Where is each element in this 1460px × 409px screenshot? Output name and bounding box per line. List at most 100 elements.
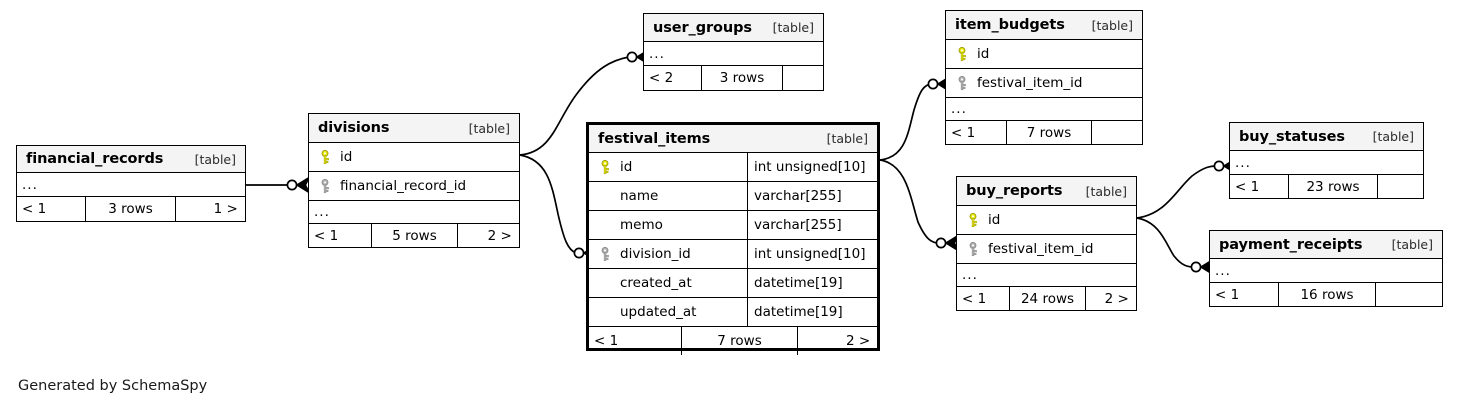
cardinality-circle <box>927 78 939 90</box>
column-name-cell: id <box>309 143 518 171</box>
table-footer-user_groups: < 2 3 rows <box>644 66 823 90</box>
table-kind-label: [table] <box>194 151 236 167</box>
column-type-cell: datetime[19] <box>747 298 876 326</box>
footer-row-count: 5 rows <box>371 224 457 248</box>
table-divisions[interactable]: divisions[table]id financial_record_id...… <box>308 113 520 248</box>
primary-key-icon <box>316 149 336 165</box>
footer-parents-count: < 2 <box>649 70 674 86</box>
column-type-cell: varchar[255] <box>747 211 876 239</box>
diagram-caption: Generated by SchemaSpy <box>18 378 208 394</box>
column-name-cell: name <box>589 182 747 210</box>
table-header-financial_records: financial_records [table] <box>17 146 245 173</box>
column-name-cell: created_at <box>589 269 747 297</box>
footer-parents-count: < 1 <box>314 228 339 244</box>
column-name-cell: division_id <box>589 240 747 268</box>
column-row-festival_item_id[interactable]: festival_item_id <box>957 235 1136 264</box>
footer-parents-count: < 1 <box>594 333 619 349</box>
cardinality-circle <box>1213 160 1225 172</box>
column-row-financial_record_id[interactable]: financial_record_id <box>309 172 519 201</box>
column-row-id[interactable]: id <box>309 143 519 172</box>
column-label: festival_item_id <box>977 75 1083 91</box>
column-label: id <box>977 46 990 62</box>
connector-endpoint-ep-divisions-from-financial_records <box>286 175 312 195</box>
table-header-divisions: divisions[table] <box>309 114 519 143</box>
column-name-cell: id <box>946 40 1141 68</box>
column-label: financial_record_id <box>340 178 467 194</box>
table-name: buy_statuses <box>1239 128 1345 145</box>
cardinality-circle <box>935 237 947 249</box>
column-label: id <box>620 159 633 175</box>
column-label: created_at <box>620 275 692 291</box>
table-kind-label: [table] <box>1391 237 1433 252</box>
column-row-name[interactable]: name varchar[255] <box>589 182 877 211</box>
footer-row-count: 3 rows <box>701 66 782 90</box>
column-type: datetime[19] <box>754 304 843 320</box>
column-type: varchar[255] <box>754 188 842 204</box>
table-kind-label: [table] <box>772 20 814 35</box>
table-festival_items[interactable]: festival_items[table]id int unsigned[10] n… <box>586 122 880 355</box>
footer-row-count: 7 rows <box>681 327 797 355</box>
table-name: divisions <box>318 120 390 136</box>
foreign-key-icon <box>964 241 984 257</box>
footer-row-count: 7 rows <box>1006 121 1091 145</box>
table-header-buy_statuses: buy_statuses[table] <box>1230 123 1423 151</box>
column-label: division_id <box>620 246 691 262</box>
column-type: varchar[255] <box>754 217 842 233</box>
more-columns-ellipsis: ... <box>309 201 519 224</box>
column-name-cell: festival_item_id <box>946 69 1141 97</box>
footer-children-count: 2 > <box>457 224 518 248</box>
table-header-festival_items: festival_items[table] <box>589 125 877 153</box>
relationship-buy_reports-buy_statuses <box>1136 165 1218 219</box>
column-row-festival_item_id[interactable]: festival_item_id <box>946 69 1142 98</box>
table-kind-label: [table] <box>1085 183 1127 199</box>
column-name-cell: festival_item_id <box>957 235 1135 263</box>
column-row-id[interactable]: id int unsigned[10] <box>589 153 877 182</box>
relationship-buy_reports-payment_receipts <box>1136 217 1195 268</box>
more-columns-ellipsis: ... <box>17 173 245 197</box>
relationship-divisions-festival_items <box>519 154 577 254</box>
table-name: financial_records <box>26 151 164 167</box>
column-row-updated_at[interactable]: updated_at datetime[19] <box>589 298 877 327</box>
column-label: festival_item_id <box>988 241 1094 257</box>
table-header-buy_reports: buy_reports[table] <box>957 177 1136 206</box>
footer-children-count: 2 > <box>1085 287 1135 311</box>
footer-children-count: 2 > <box>797 327 876 355</box>
primary-key-icon <box>964 212 984 228</box>
footer-children-count <box>782 66 822 90</box>
footer-row-count: 23 rows <box>1288 175 1377 199</box>
foreign-key-icon <box>316 178 336 194</box>
column-name-cell: id <box>957 206 1135 234</box>
footer-parents-count: < 1 <box>1235 179 1260 195</box>
column-row-id[interactable]: id <box>946 40 1142 69</box>
column-type-cell: varchar[255] <box>747 182 876 210</box>
relationship-festival_items-item_budgets <box>879 83 932 161</box>
more-columns-ellipsis: ... <box>1210 259 1442 283</box>
column-type: int unsigned[10] <box>754 159 866 175</box>
footer-parents-count: < 1 <box>1215 287 1240 303</box>
table-header-user_groups: user_groups[table] <box>644 14 823 42</box>
cardinality-circle <box>1190 261 1202 273</box>
column-label: name <box>620 188 659 204</box>
column-row-id[interactable]: id <box>957 206 1136 235</box>
column-label: updated_at <box>620 304 697 320</box>
footer-children-count <box>1377 175 1422 199</box>
table-footer-buy_statuses: < 1 23 rows <box>1230 175 1423 199</box>
column-type-cell: int unsigned[10] <box>747 153 876 181</box>
table-name: item_budgets <box>955 17 1065 33</box>
column-name-cell: updated_at <box>589 298 747 326</box>
column-name-cell: financial_record_id <box>309 172 518 200</box>
